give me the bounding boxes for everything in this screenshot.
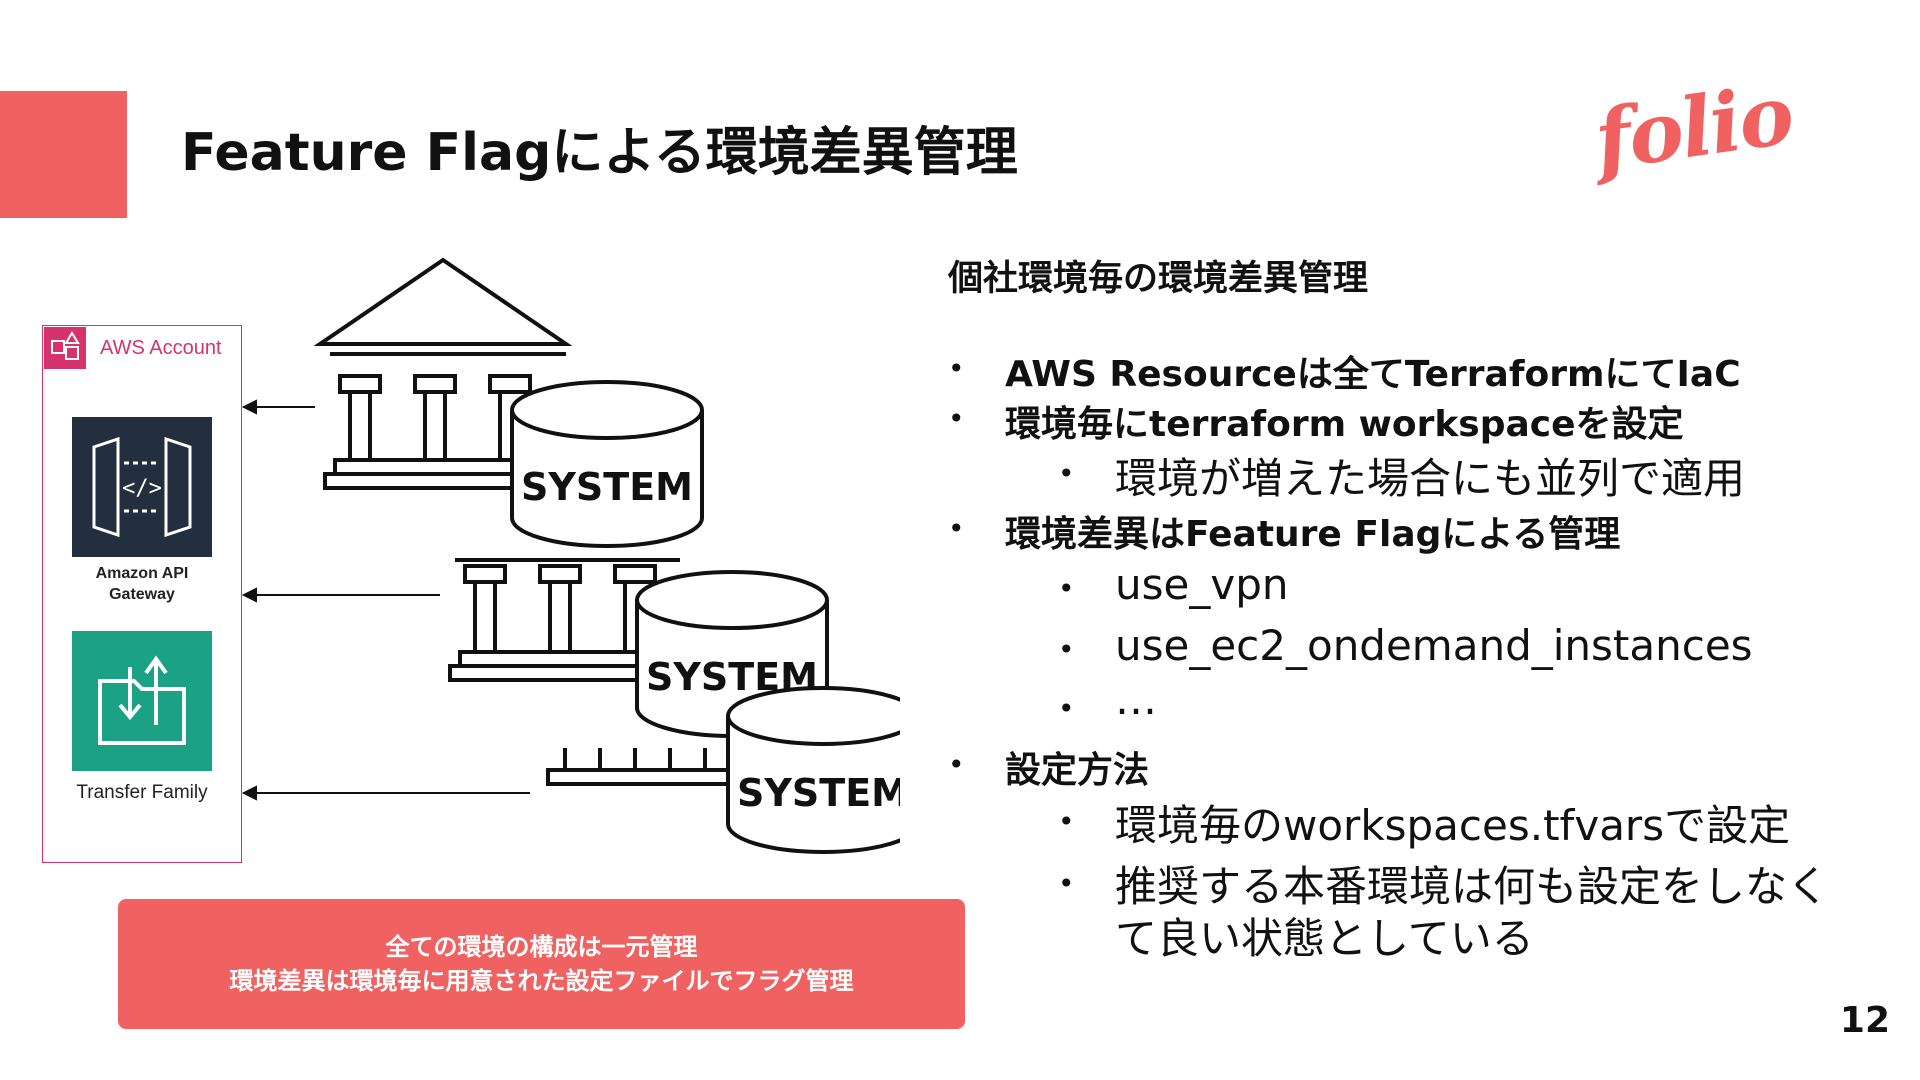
bullet-dot: • (948, 402, 965, 435)
systems-diagram: SYSTEM SYSTEM SYSTEM (241, 257, 900, 854)
bullet-item-4: 設定方法 (1005, 750, 1150, 791)
sub-bullet-4-2-line1: 推奨する本番環境は何も設定をしなく (1115, 862, 1830, 911)
slide-title: Feature Flagによる環境差異管理 (181, 123, 1018, 183)
api-gateway-label-line2: Gateway (109, 586, 175, 603)
bullet-dot: • (1058, 692, 1075, 725)
aws-account-label: AWS Account (100, 337, 222, 359)
bullet-item-2: 環境毎にterraform workspaceを設定 (1005, 404, 1684, 445)
api-gateway-label-line1: Amazon API (95, 565, 189, 582)
arrow-1 (241, 399, 315, 415)
sub-bullet-3-2: use_ec2_ondemand_instances (1115, 621, 1753, 670)
arrow-3 (241, 785, 530, 801)
arrow-2 (241, 587, 440, 603)
sub-bullet-3-1: use_vpn (1115, 560, 1289, 609)
content-heading: 個社環境毎の環境差異管理 (948, 259, 1369, 299)
system-cylinder-3: SYSTEM (726, 686, 900, 854)
banner-line-2: 環境差異は環境毎に用意された設定ファイルでフラグ管理 (229, 967, 854, 995)
api-gateway-label: Amazon API Gateway (62, 563, 222, 605)
bullet-dot: • (1058, 457, 1075, 490)
bullet-dot: • (1058, 572, 1075, 605)
bullet-item-1: AWS Resourceは全てTerraformにてIaC (1005, 354, 1741, 395)
aws-account-icon (44, 327, 86, 369)
sub-bullet-2-1: 環境が増えた場合にも並列で適用 (1115, 454, 1746, 503)
bullet-dot: • (1058, 805, 1075, 838)
transfer-family-icon (72, 631, 212, 771)
bullet-dot: • (948, 748, 965, 781)
aws-account-box (42, 325, 242, 863)
banner-line-1: 全ての環境の構成は一元管理 (385, 933, 698, 961)
bullet-dot: • (948, 352, 965, 385)
bullet-item-3: 環境差異はFeature Flagによる管理 (1005, 514, 1621, 555)
system-cylinder-1: SYSTEM (510, 380, 704, 548)
bullet-dot: • (1058, 867, 1075, 900)
sub-bullet-3-3: … (1115, 675, 1157, 724)
summary-banner: 全ての環境の構成は一元管理 環境差異は環境毎に用意された設定ファイルでフラグ管理 (118, 899, 965, 1029)
accent-block (0, 91, 127, 218)
bullet-dot: • (948, 512, 965, 545)
folio-logo: folio (1589, 66, 1798, 190)
sub-bullet-4-1: 環境毎のworkspaces.tfvarsで設定 (1115, 801, 1791, 850)
api-gateway-icon: </> (72, 417, 212, 557)
page-number: 12 (1839, 1000, 1890, 1041)
system-label-1: SYSTEM (521, 465, 693, 509)
system-label-3: SYSTEM (737, 771, 900, 815)
transfer-family-label: Transfer Family (76, 782, 208, 803)
sub-bullet-4-2-line2: て良い状態としている (1115, 914, 1534, 963)
svg-text:</>: </> (122, 476, 162, 501)
bullet-dot: • (1058, 633, 1075, 666)
